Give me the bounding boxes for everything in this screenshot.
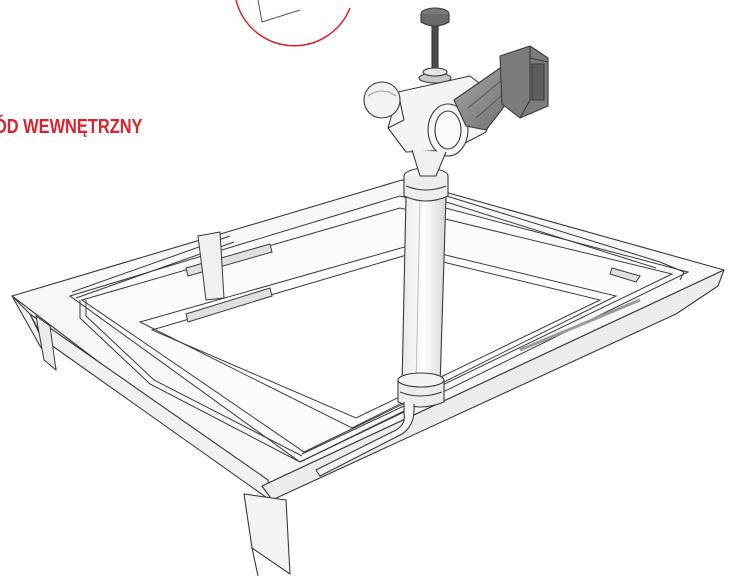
pump-tool-icon: [363, 7, 549, 177]
wire-frame: [71, 193, 685, 463]
left-tab: [35, 314, 57, 372]
side-clips: [185, 231, 641, 352]
section-label: ÓD WEWNĘTRZNY: [0, 116, 143, 138]
vertical-tube: [315, 167, 449, 477]
red-callout-icon: [235, 0, 351, 47]
